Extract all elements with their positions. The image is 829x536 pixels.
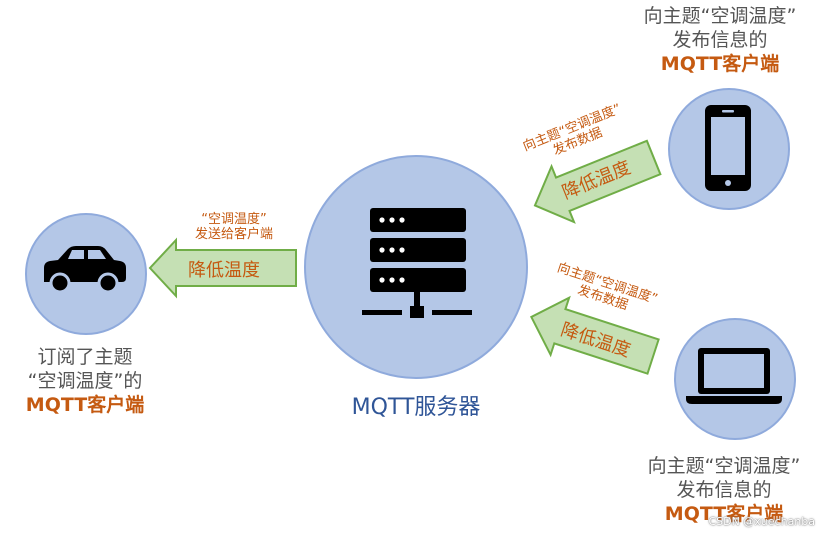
publisher-bottom-label-line-2: 发布信息的: [676, 479, 772, 501]
arrow-to-subscriber: [148, 237, 297, 299]
caption-line-2: 发送给客户端: [194, 227, 273, 242]
subscriber-label: 订阅了主题 “空调温度”的 MQTT客户端: [0, 345, 170, 417]
publisher-bottom-label-brand: MQTT客户端: [664, 503, 784, 525]
watermark: CSDN @xuechanba: [708, 515, 815, 528]
subscriber-label-line-2: “空调温度”的: [27, 370, 143, 392]
arrow-from-laptop: [529, 295, 660, 375]
arrow-to-subscriber-payload: 降低温度: [188, 260, 260, 281]
subscriber-label-line-1: 订阅了主题: [37, 346, 133, 368]
publisher-bottom-label: 向主题“空调温度” 发布信息的 MQTT客户端: [624, 454, 824, 526]
subscriber-label-brand: MQTT客户端: [25, 394, 145, 416]
publisher-bottom-label-line-1: 向主题“空调温度”: [647, 455, 801, 477]
publisher-top-label-line-2: 发布信息的: [672, 29, 768, 51]
server-node: [304, 155, 528, 379]
caption-line-1: “空调温度”: [201, 212, 267, 227]
publisher-top-label: 向主题“空调温度” 发布信息的 MQTT客户端: [620, 4, 820, 76]
publisher-top-label-line-1: 向主题“空调温度”: [643, 5, 797, 27]
server-icon: [362, 208, 472, 318]
publisher-top-label-brand: MQTT客户端: [660, 53, 780, 75]
arrow-to-subscriber-caption: “空调温度” 发送给客户端: [172, 212, 296, 242]
laptop-icon: [686, 348, 782, 404]
phone-icon: [705, 105, 751, 191]
server-label: MQTT服务器: [351, 395, 481, 420]
car-icon: [44, 246, 126, 294]
arrow-from-phone: [533, 139, 662, 224]
